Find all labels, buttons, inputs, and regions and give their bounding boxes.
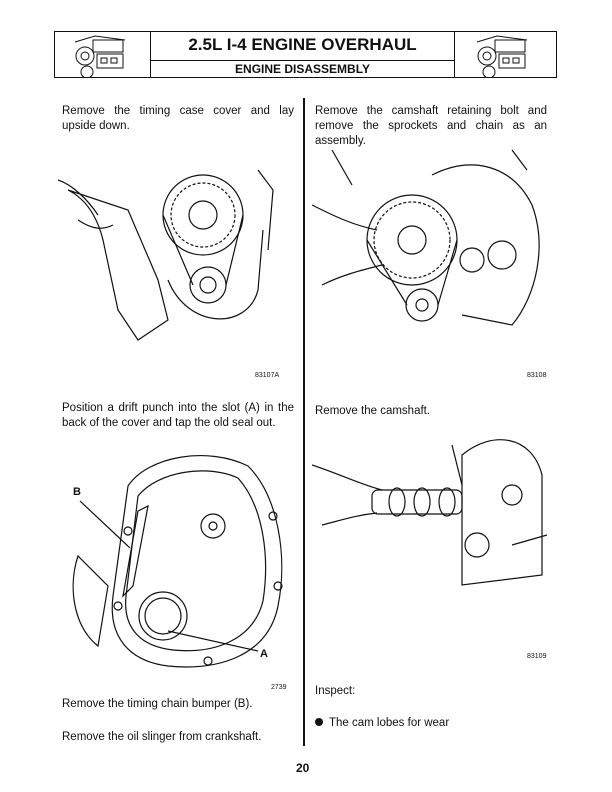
step-remove-timing-cover: Remove the timing case cover and lay ups… xyxy=(62,105,294,132)
step-drift-punch: Position a drift punch into the slot (A)… xyxy=(62,402,294,429)
bullet-item: The cam lobes for wear xyxy=(315,716,547,731)
section-subtitle: ENGINE DISASSEMBLY xyxy=(151,60,454,78)
engine-illustration-left xyxy=(55,32,151,77)
bullet-icon xyxy=(315,718,323,726)
header-titles: 2.5L I-4 ENGINE OVERHAUL ENGINE DISASSEM… xyxy=(151,32,454,77)
timing-cover-figure xyxy=(58,169,274,341)
cover-seal-figure xyxy=(72,455,283,668)
step-remove-oil-slinger: Remove the oil slinger from crankshaft. xyxy=(62,731,262,743)
figure-caption-83107a: 83107A xyxy=(255,372,280,379)
camshaft-removal-figure xyxy=(312,439,548,586)
step-remove-camshaft: Remove the camshaft. xyxy=(315,405,431,417)
engine-illustration-right xyxy=(454,32,556,77)
page-number: 20 xyxy=(296,761,310,775)
inspect-heading: Inspect: xyxy=(315,685,356,697)
bullet-text: The cam lobes for wear xyxy=(329,717,450,729)
sprocket-chain-figure xyxy=(312,149,540,326)
column-divider xyxy=(303,98,305,746)
label-a: A xyxy=(260,648,268,660)
section-title: 2.5L I-4 ENGINE OVERHAUL xyxy=(188,35,417,54)
figure-caption-2739: 2739 xyxy=(271,684,287,691)
page-header: 2.5L I-4 ENGINE OVERHAUL ENGINE DISASSEM… xyxy=(54,31,557,78)
label-b: B xyxy=(73,486,81,498)
step-remove-sprockets: Remove the camshaft retaining bolt and r… xyxy=(315,105,547,147)
figure-caption-83108: 83108 xyxy=(527,372,547,379)
figure-caption-83109: 83109 xyxy=(527,653,547,660)
step-remove-chain-bumper: Remove the timing chain bumper (B). xyxy=(62,698,253,710)
